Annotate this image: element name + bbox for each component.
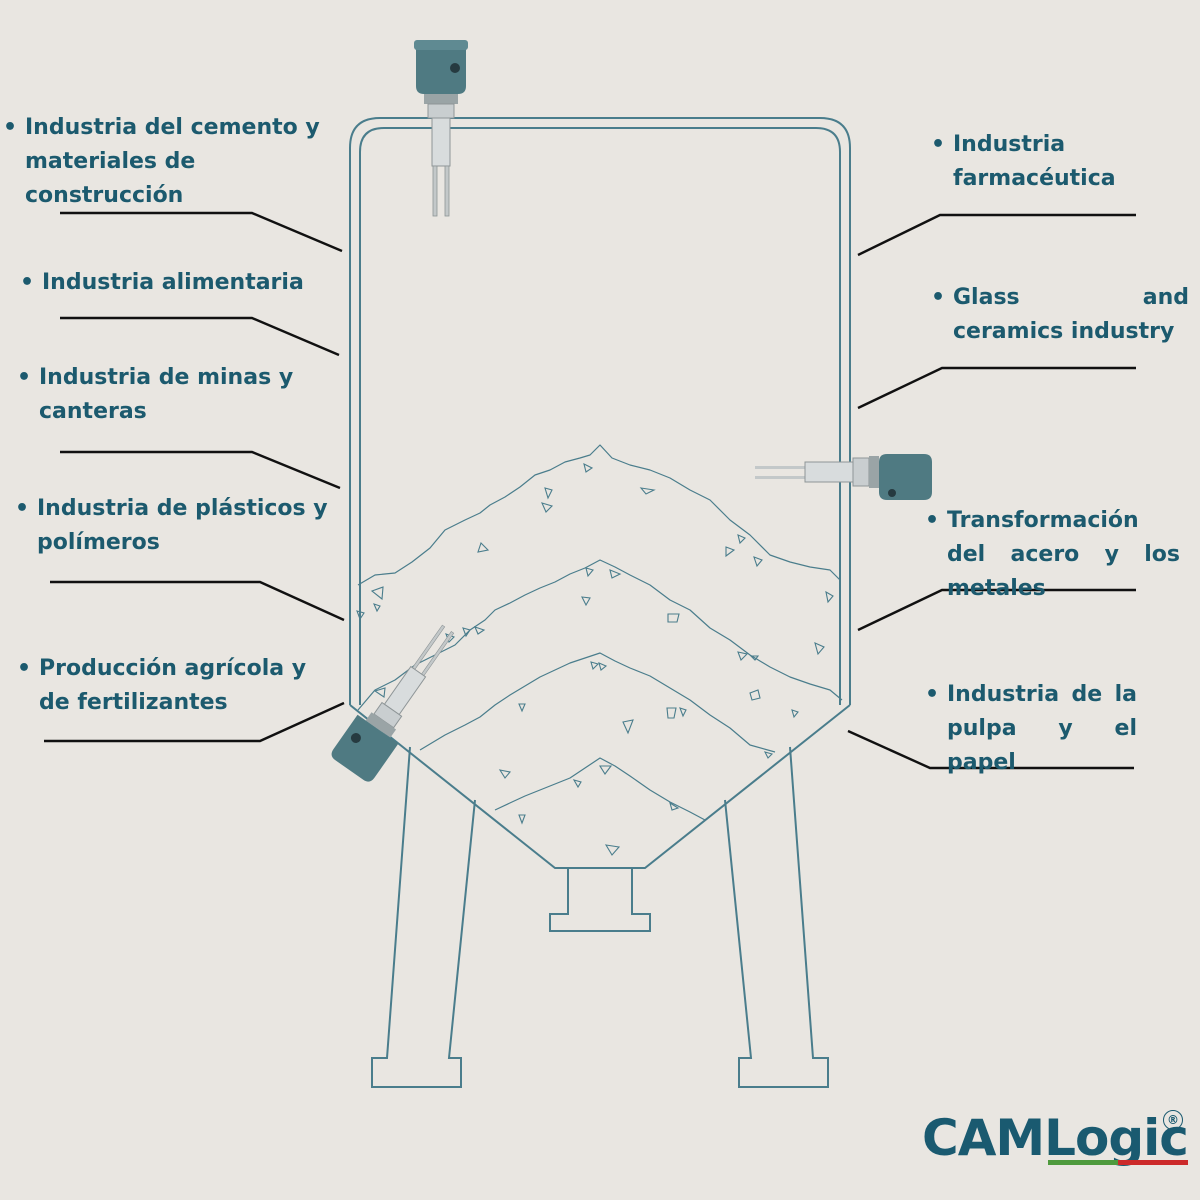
label-mining-industry: • Industria de minas y canteras bbox=[17, 361, 309, 429]
leader-line-pulp bbox=[847, 729, 1134, 770]
leader-line-cement bbox=[60, 211, 343, 253]
leader-line-agriculture bbox=[44, 701, 345, 743]
label-food-industry: • Industria alimentaria bbox=[20, 266, 342, 300]
label-cement-industry: • Industria del cemento y materiales de … bbox=[3, 111, 325, 213]
label-agriculture-industry: • Producción agrícola y de fertilizantes bbox=[17, 652, 339, 720]
label-steel-metals-industry: • Transformación del acero y los metales bbox=[925, 504, 1180, 606]
leader-line-plastics bbox=[50, 580, 345, 622]
bullet-icon: • bbox=[17, 656, 32, 681]
leader-line-glass bbox=[857, 366, 1136, 410]
bullet-icon: • bbox=[925, 508, 940, 533]
bullet-icon: • bbox=[3, 115, 18, 140]
registered-mark-icon: ® bbox=[1163, 1110, 1183, 1130]
label-plastics-industry: • Industria de plásticos y polímeros bbox=[15, 492, 337, 560]
bulk-material bbox=[357, 444, 843, 821]
bullet-icon: • bbox=[925, 682, 940, 707]
logo-cam: CAM bbox=[922, 1109, 1045, 1167]
bullet-icon: • bbox=[17, 365, 32, 390]
bullet-icon: • bbox=[931, 132, 946, 157]
silo-body bbox=[349, 117, 851, 932]
label-pharma-industry: • Industria farmacéutica bbox=[931, 128, 1133, 196]
label-pulp-paper-industry: • Industria de la pulpa y el papel bbox=[925, 678, 1137, 780]
bullet-icon: • bbox=[15, 496, 30, 521]
sensor-bottom-left bbox=[331, 624, 455, 782]
bullet-icon: • bbox=[931, 285, 946, 310]
camlogic-logo: CAMLogic bbox=[922, 1108, 1189, 1168]
leader-lines bbox=[44, 211, 1136, 770]
sensor-right bbox=[755, 454, 932, 500]
leader-line-steel bbox=[857, 588, 1136, 632]
leader-line-pharma bbox=[857, 213, 1136, 257]
material-particles bbox=[356, 462, 834, 856]
leader-line-food bbox=[60, 316, 340, 357]
bullet-icon: • bbox=[20, 270, 35, 295]
label-glass-ceramics-industry: • Glass and ceramics industry bbox=[931, 281, 1189, 349]
logo-underline bbox=[1048, 1160, 1188, 1165]
silo-legs bbox=[371, 746, 829, 1088]
sensor-top bbox=[414, 40, 468, 217]
leader-line-mining bbox=[60, 450, 341, 490]
